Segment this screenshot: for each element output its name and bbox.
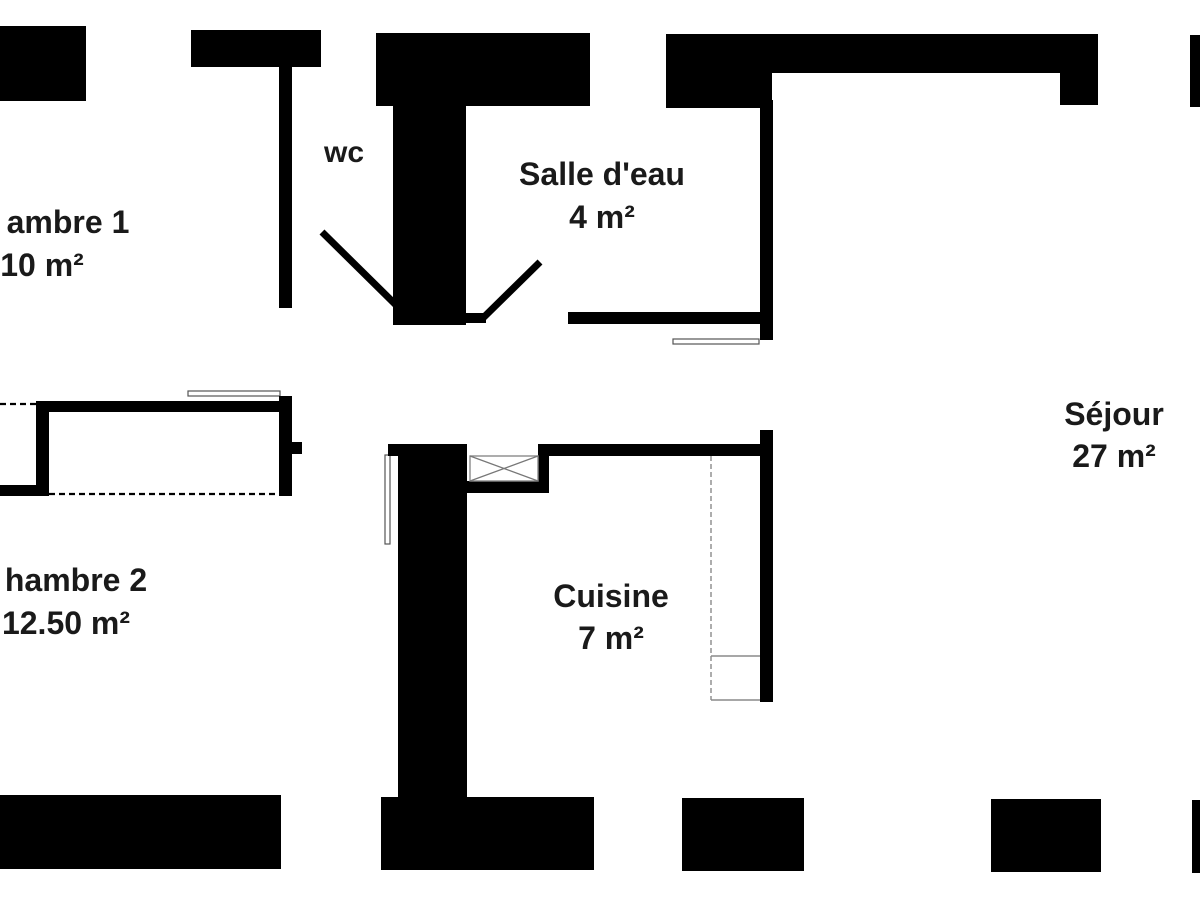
room-name: Séjour: [1064, 396, 1164, 432]
room-area: 12.50 m²: [2, 605, 130, 641]
wall-cuisine-top: [538, 444, 773, 456]
wc-door-leaf[interactable]: [319, 229, 400, 309]
wall-closet-right-nub: [290, 442, 302, 454]
wall-closet-top: [36, 401, 292, 412]
wall-top-right-edge: [1190, 35, 1200, 107]
wall-chambre1-wc-partition: [279, 66, 292, 308]
room-label-chambre-2: hambre 2 12.50 m²: [2, 562, 147, 641]
wall-bottom-mid: [682, 798, 804, 871]
wall-top-left-pillar: [0, 26, 86, 101]
room-label-cuisine: Cuisine 7 m²: [553, 578, 669, 656]
room-area: 10 m²: [0, 247, 84, 283]
wall-closet-left: [36, 401, 49, 496]
shaft-cross-b: [469, 455, 539, 482]
room-label-sejour: Séjour 27 m²: [1064, 396, 1164, 474]
wall-salle-eau-south: [568, 312, 773, 324]
wall-bottom-right-edge: [1192, 800, 1200, 873]
wall-cuisine-notch-side: [538, 444, 549, 493]
wall-bottom-central: [381, 797, 594, 870]
room-label-salle-d-eau: Salle d'eau 4 m²: [519, 156, 685, 235]
wall-cuisine-notch-bottom: [466, 481, 549, 493]
room-name: Salle d'eau: [519, 156, 685, 192]
wall-closet-right: [279, 396, 292, 496]
room-label-chambre-1: ambre 1 10 m²: [0, 204, 129, 283]
room-name: wc: [323, 136, 364, 169]
wall-bottom-right: [991, 799, 1101, 872]
sliding-door-chambre2[interactable]: [187, 390, 281, 397]
salle-eau-door-leaf[interactable]: [480, 259, 543, 321]
sliding-door-cuisine[interactable]: [384, 454, 391, 545]
wall-central-pillar-lower-cap: [388, 444, 467, 456]
sliding-door-salle-eau[interactable]: [672, 338, 760, 345]
room-area: 7 m²: [578, 620, 644, 656]
wall-top-sejour-left-block: [666, 34, 772, 108]
room-area: 27 m²: [1072, 438, 1156, 474]
wall-salle-eau-stub: [466, 313, 486, 323]
room-label-wc: wc: [323, 136, 364, 169]
wall-closet-outer-bottom: [0, 485, 49, 496]
wall-bottom-left: [0, 795, 281, 869]
room-name: ambre 1: [7, 204, 130, 240]
wall-salle-eau-east: [760, 100, 773, 340]
wall-central-pillar-upper: [393, 60, 466, 325]
room-area: 4 m²: [569, 199, 635, 235]
room-name: hambre 2: [5, 562, 147, 598]
wall-central-pillar-lower: [398, 444, 467, 802]
wall-top-sejour-right-tab: [1060, 34, 1098, 105]
wall-cuisine-east: [760, 430, 773, 702]
room-name: Cuisine: [553, 578, 669, 614]
wall-top-chambre1-cap: [191, 30, 321, 67]
shaft-outline: [469, 455, 539, 482]
